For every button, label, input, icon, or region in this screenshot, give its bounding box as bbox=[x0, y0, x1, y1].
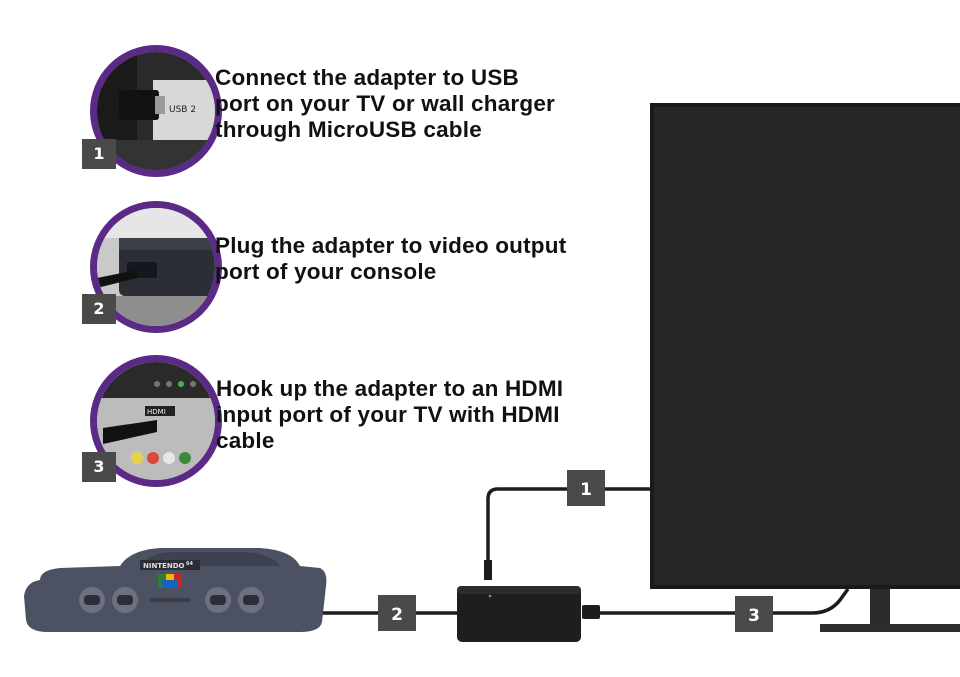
cable-badge-2: 2 bbox=[378, 595, 416, 631]
console-label-plate bbox=[140, 560, 200, 570]
usb-port-label: USB 2 bbox=[169, 105, 196, 115]
step3-line2: input port of your TV with HDMI bbox=[216, 402, 560, 427]
usb-cable bbox=[486, 487, 650, 562]
usb-port-photo: USB 2 bbox=[97, 52, 215, 170]
cable-badge-1: 1 bbox=[567, 470, 605, 506]
step2-instruction: Plug the adapter to video output port of… bbox=[215, 233, 635, 285]
n64-logo-icon bbox=[158, 574, 182, 588]
tv-screen bbox=[654, 107, 960, 585]
cable-badge-3-label: 3 bbox=[748, 606, 760, 626]
hdmi-port-label: HDMI bbox=[147, 408, 166, 416]
cable-badge-1-label: 1 bbox=[580, 480, 592, 500]
console-port-photo bbox=[97, 208, 215, 326]
step3-line3: cable bbox=[216, 428, 275, 453]
controller-port-1 bbox=[79, 587, 105, 613]
console-brand: NINTENDO bbox=[143, 562, 185, 570]
tv-stand-neck bbox=[870, 589, 890, 629]
micro-usb-plug bbox=[484, 560, 492, 580]
step1-line3: through MicroUSB cable bbox=[215, 117, 482, 142]
step2-badge: 2 bbox=[82, 294, 116, 324]
step1-badge: 1 bbox=[82, 139, 116, 169]
step2-line2: port of your console bbox=[215, 259, 437, 284]
hdmi-plug bbox=[582, 605, 600, 619]
tv bbox=[650, 103, 960, 632]
cable-badge-2-label: 2 bbox=[391, 605, 403, 625]
step3-line1: Hook up the adapter to an HDMI bbox=[216, 376, 564, 401]
step1-line1: Connect the adapter to USB bbox=[215, 65, 519, 90]
step2-line1: Plug the adapter to video output bbox=[215, 233, 567, 258]
controller-port-4 bbox=[238, 587, 264, 613]
adapter-body bbox=[457, 586, 581, 642]
step3-instruction: Hook up the adapter to an HDMI input por… bbox=[216, 376, 636, 454]
adapter-led bbox=[488, 594, 492, 598]
controller-port-3 bbox=[205, 587, 231, 613]
hdmi-cable bbox=[598, 587, 850, 615]
tv-stand-base bbox=[820, 624, 960, 632]
console-slot bbox=[150, 598, 190, 602]
step2-photo-console-port bbox=[90, 201, 222, 333]
n64-console: NINTENDO 64 bbox=[24, 548, 327, 632]
hdmi-adapter bbox=[457, 586, 581, 642]
hdmi-port-photo: HDMI bbox=[97, 362, 215, 480]
console-brand-suffix: 64 bbox=[186, 561, 193, 567]
adapter-top-edge bbox=[457, 586, 581, 594]
step3-badge: 3 bbox=[82, 452, 116, 482]
step1-line2: port on your TV or wall charger bbox=[215, 91, 555, 116]
controller-port-2 bbox=[112, 587, 138, 613]
cable-badge-3: 3 bbox=[735, 596, 773, 632]
step1-instruction: Connect the adapter to USB port on your … bbox=[215, 65, 635, 143]
step1-photo-usb-port: USB 2 bbox=[90, 45, 222, 177]
